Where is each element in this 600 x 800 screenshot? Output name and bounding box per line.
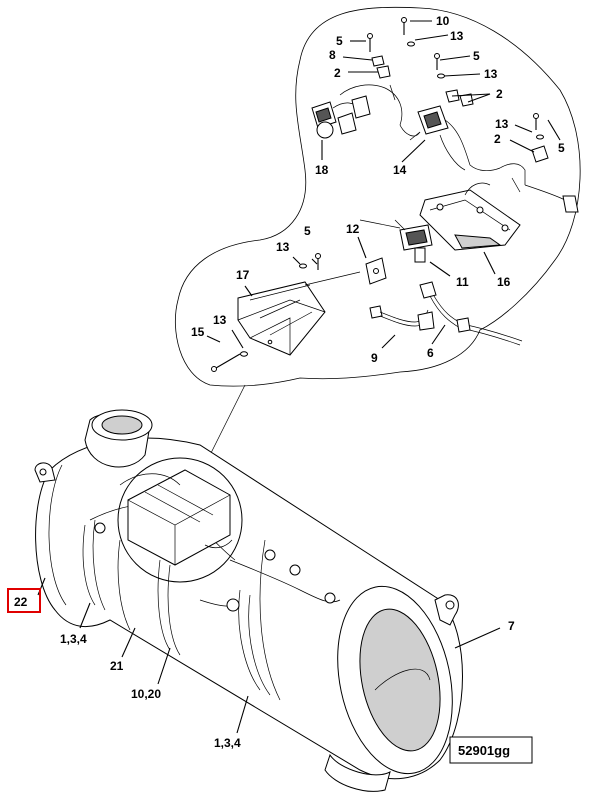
callout-10-20: 10,20 xyxy=(131,687,161,701)
callout-13: 13 xyxy=(276,240,290,254)
figure-id-box: 52901gg xyxy=(449,736,533,764)
callout-12: 12 xyxy=(346,222,360,236)
callout-15: 15 xyxy=(191,325,205,339)
callout-2: 2 xyxy=(496,87,503,101)
callout-7: 7 xyxy=(508,619,515,633)
callout-5: 5 xyxy=(473,49,480,63)
exhaust-canister xyxy=(34,409,463,792)
callout-6: 6 xyxy=(427,346,434,360)
highlight-box xyxy=(7,588,41,613)
callout-17: 17 xyxy=(236,268,250,282)
detail-bubble-outline xyxy=(175,6,581,387)
callout-2: 2 xyxy=(494,132,501,146)
callout-10: 10 xyxy=(436,14,450,28)
callout-18: 18 xyxy=(315,163,329,177)
leader-lines xyxy=(37,20,561,734)
callout-8: 8 xyxy=(329,48,336,62)
bubble-connector-line xyxy=(204,384,246,466)
callout-5: 5 xyxy=(558,141,565,155)
callout-1-3-4: 1,3,4 xyxy=(60,632,87,646)
callout-5: 5 xyxy=(336,34,343,48)
callout-9: 9 xyxy=(371,351,378,365)
callout-11: 11 xyxy=(456,275,469,289)
callout-13: 13 xyxy=(213,313,227,327)
callout-labels: 10 13 5 8 5 2 13 2 13 2 5 18 14 12 5 13 … xyxy=(60,14,565,750)
callout-2: 2 xyxy=(334,66,341,80)
figure-id: 52901gg xyxy=(458,743,510,758)
callout-13: 13 xyxy=(450,29,464,43)
callout-13: 13 xyxy=(484,67,498,81)
callout-14: 14 xyxy=(393,163,407,177)
callout-13: 13 xyxy=(495,117,509,131)
callout-22: 22 xyxy=(14,595,28,609)
exploded-sensor-parts xyxy=(211,17,579,372)
callout-21: 21 xyxy=(110,659,124,673)
callout-16: 16 xyxy=(497,275,511,289)
highlighted-callout-22[interactable]: 22 xyxy=(7,588,41,613)
callout-5: 5 xyxy=(304,224,311,238)
callout-1-3-4: 1,3,4 xyxy=(214,736,241,750)
